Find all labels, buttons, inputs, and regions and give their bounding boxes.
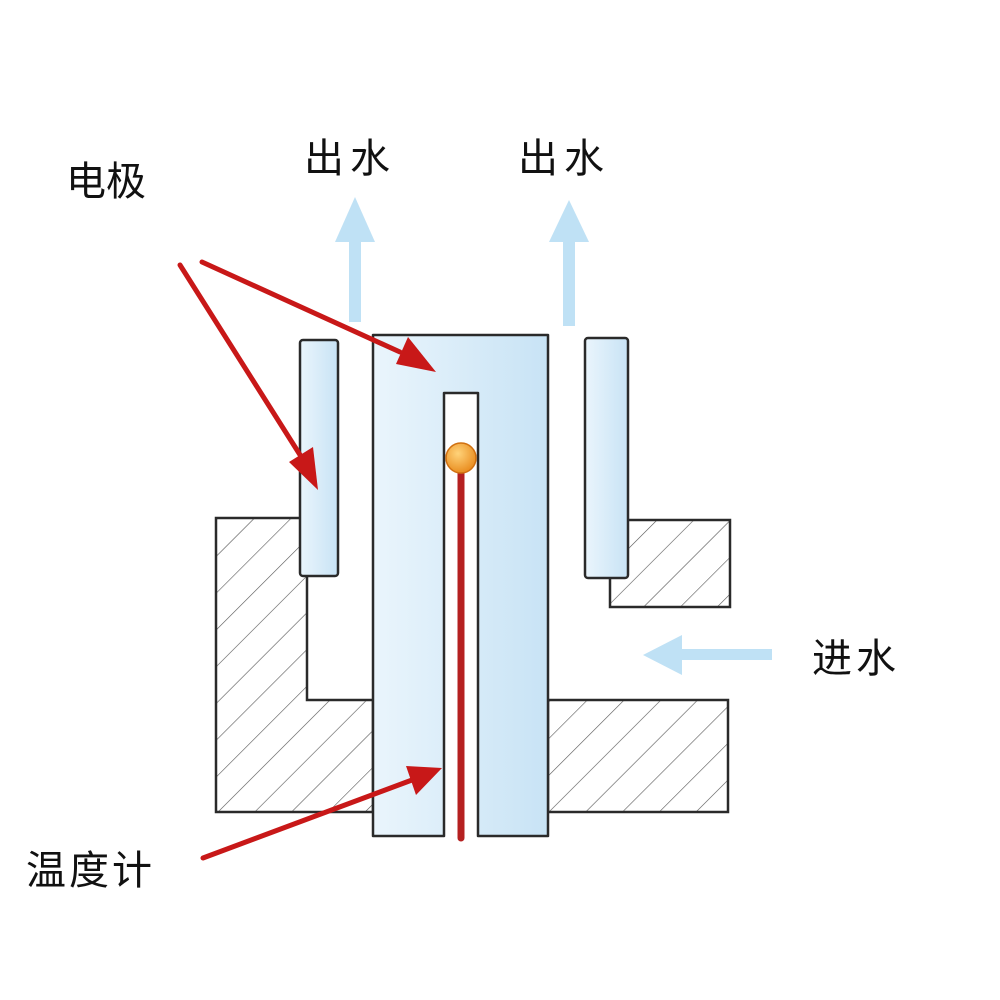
thermometer-pointer-arrow — [200, 766, 442, 861]
electrode-pointer-arrow-2 — [199, 259, 436, 372]
right-outer-electrode — [583, 336, 630, 580]
left-housing-block — [214, 516, 375, 814]
thermometer-label: 温度计 — [26, 848, 155, 894]
outlet-label-right: 出水 — [518, 136, 610, 182]
thermometer-bulb — [445, 442, 477, 474]
center-u-electrode — [371, 333, 550, 838]
electrode-label: 电极 — [66, 159, 146, 205]
outlet-label-left: 出水 — [304, 136, 396, 182]
outlet-arrow-left — [335, 197, 375, 322]
electrode-pointer-arrow-1 — [177, 262, 318, 490]
right-lower-housing-block — [546, 698, 730, 814]
inlet-label: 进水 — [812, 636, 900, 682]
outlet-arrow-right — [549, 200, 589, 326]
inlet-arrow — [643, 635, 772, 675]
